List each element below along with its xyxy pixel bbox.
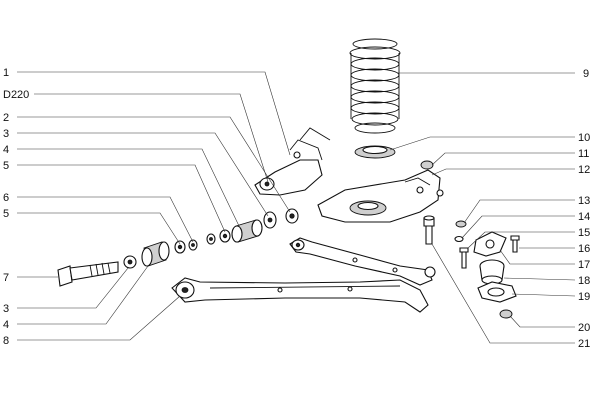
callout-15: 15 bbox=[578, 227, 590, 239]
callout-16: 16 bbox=[578, 243, 590, 255]
callout-5-upper: 5 bbox=[3, 160, 9, 172]
callout-12: 12 bbox=[578, 164, 590, 176]
spring-seat bbox=[354, 145, 396, 159]
callout-19: 19 bbox=[578, 291, 590, 303]
callout-18: 18 bbox=[578, 275, 590, 287]
callout-21: 21 bbox=[578, 338, 590, 350]
leader-lines bbox=[17, 71, 576, 344]
callout-9: 9 bbox=[583, 68, 589, 80]
callout-labels: 1 D220 2 3 4 5 6 5 7 3 4 8 9 10 11 12 13… bbox=[3, 67, 590, 350]
callout-3-lower: 3 bbox=[3, 303, 9, 315]
body-bracket bbox=[254, 127, 331, 196]
arm-bushing bbox=[285, 208, 299, 224]
callout-D220: D220 bbox=[3, 89, 29, 101]
callout-7: 7 bbox=[3, 272, 9, 284]
callout-11: 11 bbox=[578, 148, 589, 160]
callout-17: 17 bbox=[578, 259, 590, 271]
callout-20: 20 bbox=[578, 322, 590, 334]
callout-4-lower: 4 bbox=[3, 319, 9, 331]
ball-joint-assembly bbox=[454, 220, 520, 319]
lower-bushing-set bbox=[123, 239, 198, 269]
callout-5-lower: 5 bbox=[3, 208, 9, 220]
coil-spring bbox=[349, 38, 401, 134]
callout-14: 14 bbox=[578, 211, 590, 223]
upper-control-arm bbox=[317, 169, 444, 223]
callout-1: 1 bbox=[3, 67, 9, 79]
lower-control-rod bbox=[171, 277, 429, 313]
diagonal-strut bbox=[289, 237, 436, 286]
vertical-bolt bbox=[423, 215, 435, 245]
callout-13: 13 bbox=[578, 195, 590, 207]
callout-2: 2 bbox=[3, 112, 9, 124]
long-bolt bbox=[57, 261, 119, 287]
callout-10: 10 bbox=[578, 132, 590, 144]
callout-6: 6 bbox=[3, 192, 9, 204]
callout-3-upper: 3 bbox=[3, 128, 9, 140]
callout-4-upper: 4 bbox=[3, 144, 9, 156]
callout-8: 8 bbox=[3, 335, 9, 347]
upper-bushing-set bbox=[206, 211, 277, 245]
